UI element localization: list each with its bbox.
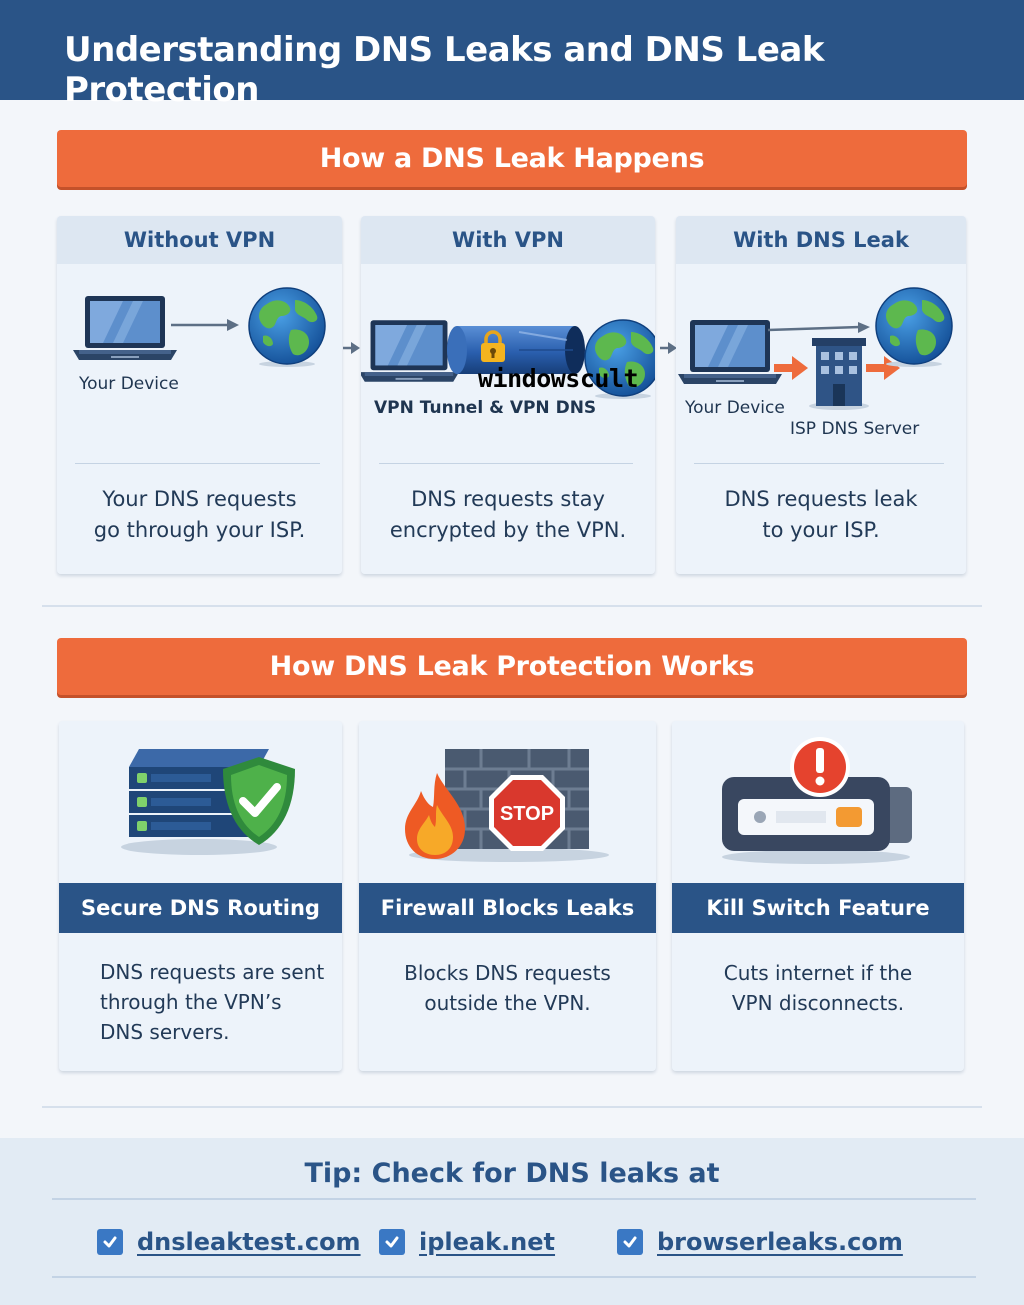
feature-title: Firewall Blocks Leaks [380,896,635,920]
stop-sign-icon: STOP [489,775,565,851]
card-header: With DNS Leak [676,216,966,264]
alert-icon [790,737,850,797]
checkbox-icon [379,1229,405,1255]
link-browserleaks[interactable]: browserleaks.com [617,1228,903,1256]
tip-divider [52,1276,976,1278]
link-dnsleaktest[interactable]: dnsleaktest.com [97,1228,361,1256]
desc-line: Your DNS requests [102,487,297,511]
laptop-icon [361,318,459,384]
card-body: Your Device ISP DNS Server DNS requests … [676,264,966,574]
desc-line: Blocks DNS requests [404,961,611,985]
feature-description: DNS requests are sent through the VPN’s … [100,957,324,1047]
card-header: Without VPN [57,216,342,264]
card-divider [379,463,633,464]
card-description: DNS requests stay encrypted by the VPN. [371,484,645,546]
link-text[interactable]: browserleaks.com [657,1228,903,1256]
scenario-card-with-vpn: With VPN VPN Tunnel & VPN DNS DNS reques… [361,216,655,574]
card-divider [694,463,944,464]
lock-icon [481,330,505,362]
checkbox-icon [97,1229,123,1255]
link-text[interactable]: ipleak.net [419,1228,556,1256]
arrow-icon [866,356,900,380]
laptop-icon [678,318,782,386]
feature-card-kill-switch: Kill Switch Feature Cuts internet if the… [672,721,964,1071]
laptop-icon [73,294,177,362]
desc-line: DNS requests are sent [100,960,325,984]
desc-line: through the VPN’s [100,990,282,1014]
desc-line: DNS servers. [100,1020,230,1044]
arrow-icon [767,322,870,333]
arrow-icon [660,342,677,354]
feature-title-bar: Kill Switch Feature [672,883,964,933]
isp-caption: ISP DNS Server [790,419,920,439]
desc-line: outside the VPN. [424,991,591,1015]
card-description: Your DNS requests go through your ISP. [67,484,332,546]
card-title: With DNS Leak [733,228,909,252]
page-header: Understanding DNS Leaks and DNS Leak Pro… [0,0,1024,110]
desc-line: DNS requests leak [724,487,918,511]
shield-check-icon [223,757,295,845]
watermark-text: windowscult [478,364,639,393]
feature-title-bar: Secure DNS Routing [59,883,342,933]
link-text[interactable]: dnsleaktest.com [137,1228,361,1256]
arrow-icon [774,356,808,380]
section-banner-protection: How DNS Leak Protection Works [57,638,967,695]
feature-title-bar: Firewall Blocks Leaks [359,883,656,933]
desc-line: go through your ISP. [93,518,306,542]
scenario-card-without-vpn: Without VPN Your Device Your DNS request… [57,216,342,574]
link-ipleak[interactable]: ipleak.net [379,1228,555,1256]
tunnel-icon [447,326,585,374]
globe-icon [874,284,954,368]
card-title: With VPN [452,228,564,252]
page-title: Understanding DNS Leaks and DNS Leak Pro… [64,30,824,110]
feature-description: Cuts internet if the VPN disconnects. [672,958,964,1018]
globe-icon [247,284,327,368]
card-header: With VPN [361,216,655,264]
desc-line: Cuts internet if the [723,961,913,985]
section-title: How DNS Leak Protection Works [269,651,755,682]
toggle-switch-icon [722,777,912,864]
feature-card-firewall: STOP Firewall Blocks Leaks Blocks DNS re… [359,721,656,1071]
desc-line: encrypted by the VPN. [389,518,627,542]
desc-line: DNS requests stay [411,487,605,511]
section-banner-leak: How a DNS Leak Happens [57,130,967,187]
section-title: How a DNS Leak Happens [319,143,705,174]
arrow-icon [343,342,360,354]
section-divider [42,1106,982,1108]
desc-line: VPN disconnects. [731,991,905,1015]
stop-sign-text: STOP [500,803,554,825]
arrow-icon [171,319,239,331]
desc-line: to your ISP. [762,518,880,542]
feature-title: Secure DNS Routing [81,896,320,920]
card-body: VPN Tunnel & VPN DNS DNS requests stay e… [361,264,655,574]
feature-description: Blocks DNS requests outside the VPN. [359,958,656,1018]
flame-icon [405,773,465,859]
card-body: Your Device Your DNS requests go through… [57,264,342,574]
card-title: Without VPN [123,228,276,252]
device-caption: Your Device [79,374,179,394]
scenario-card-dns-leak: With DNS Leak Your Device ISP DNS Server… [676,216,966,574]
feature-title: Kill Switch Feature [706,896,930,920]
vpn-caption: VPN Tunnel & VPN DNS [374,398,597,418]
tip-divider [52,1198,976,1200]
card-description: DNS requests leak to your ISP. [686,484,956,546]
checkbox-icon [617,1229,643,1255]
device-caption: Your Device [685,398,785,418]
tip-title: Tip: Check for DNS leaks at [304,1158,720,1189]
feature-card-secure-dns: Secure DNS Routing DNS requests are sent… [59,721,342,1071]
section-divider [42,605,982,607]
card-divider [75,463,320,464]
isp-building-icon [809,338,869,410]
